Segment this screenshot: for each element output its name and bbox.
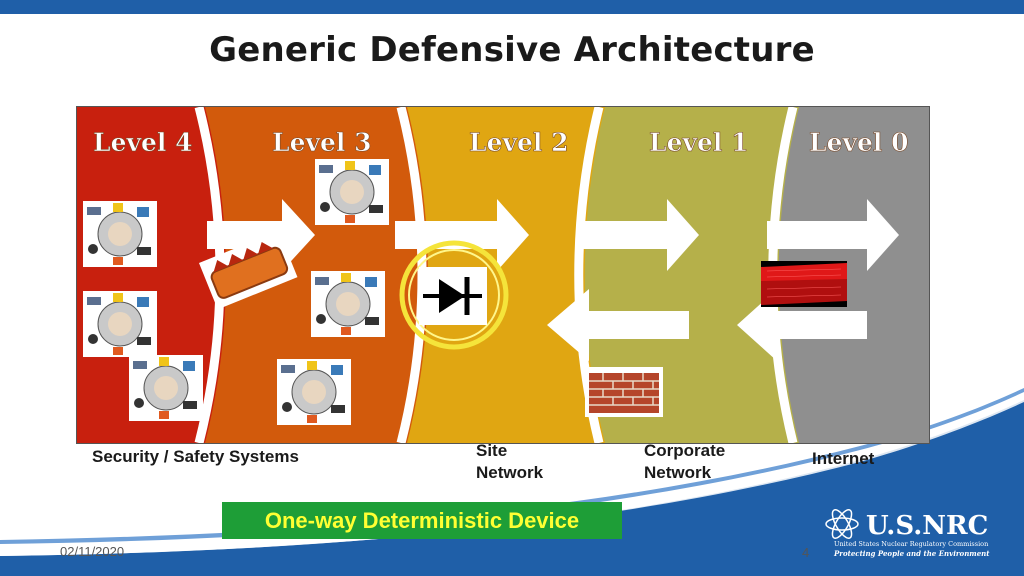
defensive-architecture-diagram: Level 4 Level 3 Level 2 Level 1 Level 0 — [76, 106, 930, 444]
logo-name: U.S.NRC — [866, 511, 988, 541]
arrow-left-icon — [547, 289, 689, 361]
red-barrier-icon — [761, 261, 847, 307]
logo-line1: United States Nuclear Regulatory Commiss… — [834, 540, 988, 548]
arrow-right-icon — [582, 199, 699, 271]
slide-title: Generic Defensive Architecture — [209, 30, 815, 70]
nrc-logo: U.S.NRC United States Nuclear Regulatory… — [825, 509, 990, 558]
right-arrows — [207, 199, 899, 271]
caption-site-network: Site Network — [476, 441, 544, 482]
system-cluster-icon — [129, 355, 203, 421]
caption-corporate-network: Corporate Network — [644, 441, 726, 482]
level-2-label: Level 2 — [469, 128, 569, 157]
caption-security-safety-systems: Security / Safety Systems — [92, 447, 299, 466]
system-cluster-icon — [83, 291, 157, 357]
one-way-device-label: One-way Deterministic Device — [222, 502, 622, 539]
logo-line2: Protecting People and the Environment — [833, 549, 990, 558]
system-cluster-icon — [311, 271, 385, 337]
arrow-right-icon — [207, 199, 315, 271]
system-cluster-icon — [315, 159, 389, 225]
slide-date: 02/11/2020 — [60, 544, 125, 559]
brick-firewall-icon — [585, 367, 663, 417]
system-cluster-icon — [83, 201, 157, 267]
atom-icon — [825, 509, 859, 539]
level-3-label: Level 3 — [272, 128, 372, 157]
level-1-label: Level 1 — [649, 128, 749, 157]
arrow-right-icon — [767, 199, 899, 271]
data-diode-icon — [399, 240, 509, 350]
broken-firewall-icon — [199, 230, 298, 310]
caption-internet: Internet — [812, 449, 875, 468]
page-number: 4 — [802, 545, 810, 560]
arrow-right-icon — [395, 199, 529, 271]
level-4-label: Level 4 — [93, 128, 193, 157]
level-0-label: Level 0 — [809, 128, 909, 157]
top-accent-bar — [0, 0, 1024, 14]
system-cluster-icon — [277, 359, 351, 425]
